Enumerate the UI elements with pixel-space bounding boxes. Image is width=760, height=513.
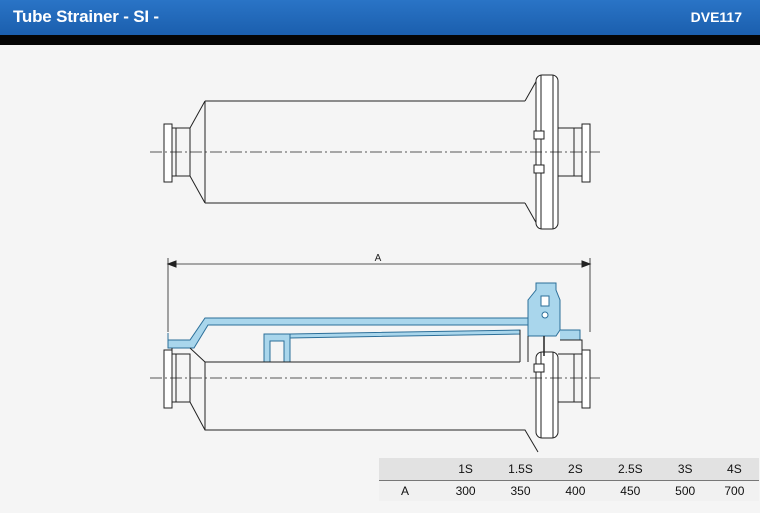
technical-drawing: A [150,74,600,453]
column-header: 2.5S [599,458,661,481]
table-cell: 350 [490,480,551,501]
row-label: A [379,480,441,501]
table-cell: 700 [709,480,759,501]
dimension-a-label: A [375,253,382,264]
table-cell: 400 [550,480,600,501]
table-cell: 450 [599,480,661,501]
column-header: 1S [441,458,491,481]
page-title: Tube Strainer - SI - [13,7,159,26]
product-code: DVE117 [690,9,742,25]
table-row: A 300 350 400 450 500 700 [379,480,759,501]
title-bar: Tube Strainer - SI - DVE117 [0,0,760,45]
column-header: 3S [660,458,710,481]
table-cell: 500 [660,480,710,501]
table-header-row: 1S 1.5S 2S 2.5S 3S 4S [379,458,759,481]
table-cell: 300 [441,480,491,501]
column-header: 2S [550,458,600,481]
strainer-outer-view [150,74,600,230]
spec-table: 1S 1.5S 2S 2.5S 3S 4S A 300 350 400 450 … [379,458,759,501]
column-header: 4S [709,458,759,481]
table-corner-cell [379,458,441,481]
dimension-a [166,258,592,332]
column-header: 1.5S [490,458,551,481]
strainer-section-view [150,282,600,453]
